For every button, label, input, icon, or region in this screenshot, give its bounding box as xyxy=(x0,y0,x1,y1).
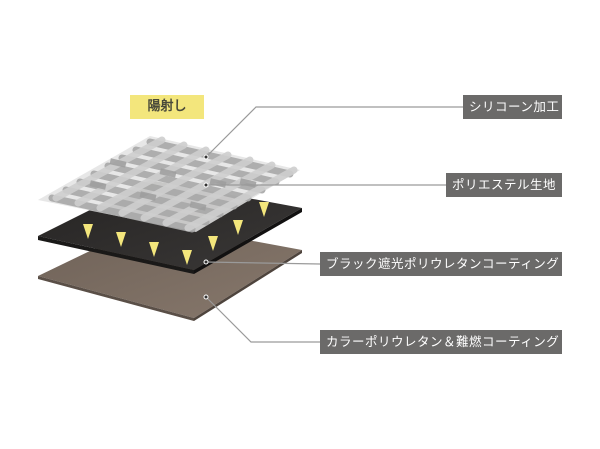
sunlight-label: 陽射し xyxy=(130,95,204,119)
label-color-flame-retardant-coating: カラーポリウレタン＆難燃コーティング xyxy=(320,330,562,354)
label-silicone-coating: シリコーン加工 xyxy=(463,95,562,119)
leader-dots xyxy=(203,154,209,300)
label-polyester-fabric: ポリエステル生地 xyxy=(446,173,562,197)
label-black-blackout-coating: ブラック遮光ポリウレタンコーティング xyxy=(320,252,562,276)
leader-lines xyxy=(205,106,463,343)
sunlight-arrows xyxy=(83,40,269,265)
